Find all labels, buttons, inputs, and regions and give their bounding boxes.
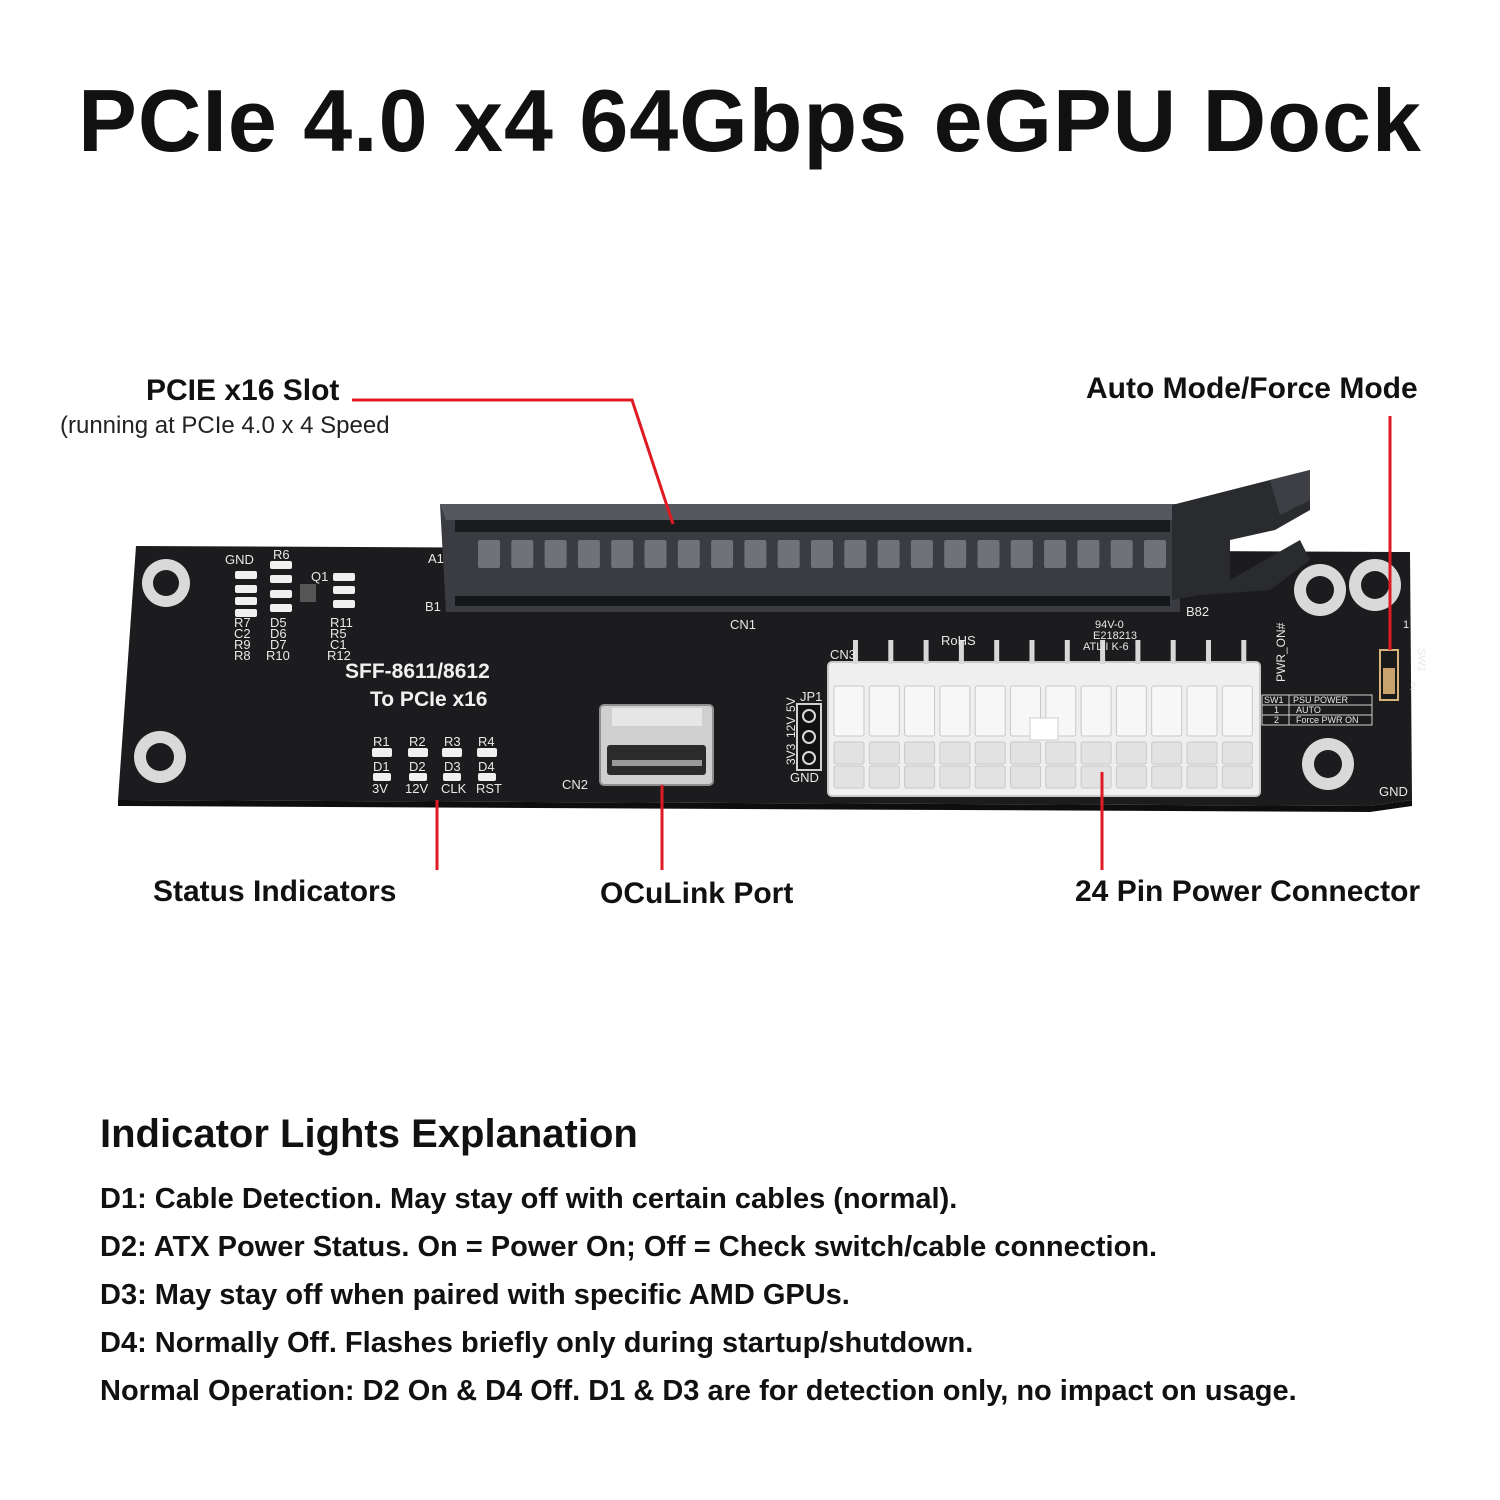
svg-text:CLK: CLK xyxy=(441,781,467,796)
svg-text:D7: D7 xyxy=(270,637,287,652)
switch-legend-table xyxy=(1261,694,1373,726)
explanation-line-d2: D2: ATX Power Status. On = Power On; Off… xyxy=(100,1231,1158,1263)
callout-lines xyxy=(352,398,1392,870)
svg-text:R12: R12 xyxy=(327,648,351,663)
jp1-header xyxy=(796,703,822,771)
callout-pcie-slot: PCIE x16 Slot xyxy=(146,374,340,407)
svg-text:D5: D5 xyxy=(270,615,287,630)
svg-text:AUTO: AUTO xyxy=(1296,705,1321,715)
svg-text:D4: D4 xyxy=(478,759,495,774)
svg-text:D1: D1 xyxy=(373,759,390,774)
svg-text:CN1: CN1 xyxy=(730,617,756,632)
svg-text:R11: R11 xyxy=(330,615,353,630)
oculink-port-graphic xyxy=(599,704,714,786)
svg-text:GND: GND xyxy=(790,770,819,785)
smd-components xyxy=(235,561,355,617)
callout-mode-switch: Auto Mode/Force Mode xyxy=(1086,372,1418,405)
explanation-line-d4: D4: Normally Off. Flashes briefly only d… xyxy=(100,1327,974,1359)
svg-text:GND: GND xyxy=(1379,784,1408,799)
explanation-line-d3: D3: May stay off when paired with specif… xyxy=(100,1279,850,1311)
svg-text:To PCIe x16: To PCIe x16 xyxy=(370,688,488,711)
svg-text:CN3: CN3 xyxy=(830,647,856,662)
svg-text:5V: 5V xyxy=(784,697,798,712)
svg-text:1: 1 xyxy=(1403,619,1409,631)
explanation-heading: Indicator Lights Explanation xyxy=(100,1112,638,1156)
svg-text:ATLII K-6: ATLII K-6 xyxy=(1083,641,1129,653)
callout-pcie-slot-subtitle: (running at PCIe 4.0 x 4 Speed xyxy=(60,412,390,439)
svg-text:R1: R1 xyxy=(373,734,390,749)
callout-oculink-port: OCuLink Port xyxy=(600,877,794,910)
svg-text:Q1: Q1 xyxy=(311,569,328,584)
svg-text:R6: R6 xyxy=(273,547,290,562)
svg-text:R5: R5 xyxy=(330,626,347,641)
svg-text:R8: R8 xyxy=(234,648,251,663)
explanation-line-normal-operation: Normal Operation: D2 On & D4 Off. D1 & D… xyxy=(100,1375,1297,1407)
explanation-line-d1: D1: Cable Detection. May stay off with c… xyxy=(100,1183,958,1215)
mounting-holes xyxy=(134,559,1401,790)
svg-text:D2: D2 xyxy=(409,759,426,774)
svg-text:CN2: CN2 xyxy=(562,777,588,792)
svg-text:RST: RST xyxy=(476,781,502,796)
svg-text:R10: R10 xyxy=(266,648,290,663)
callout-status-indicators: Status Indicators xyxy=(153,875,397,908)
svg-text:RoHS: RoHS xyxy=(941,633,976,648)
svg-text:SFF-8611/8612: SFF-8611/8612 xyxy=(345,660,490,683)
svg-text:D6: D6 xyxy=(270,626,287,641)
svg-text:PSU POWER: PSU POWER xyxy=(1293,695,1349,705)
svg-text:3V3: 3V3 xyxy=(784,743,798,765)
svg-text:SW1: SW1 xyxy=(1264,695,1284,705)
svg-text:Force PWR ON: Force PWR ON xyxy=(1296,715,1359,725)
callout-power-connector: 24 Pin Power Connector xyxy=(1075,875,1421,908)
svg-text:12V: 12V xyxy=(784,717,798,738)
svg-text:R3: R3 xyxy=(444,734,461,749)
svg-text:PWR_ON#: PWR_ON# xyxy=(1274,622,1288,682)
svg-text:1: 1 xyxy=(1274,705,1279,715)
svg-text:R9: R9 xyxy=(234,637,251,652)
svg-text:2: 2 xyxy=(1274,715,1279,725)
svg-text:R4: R4 xyxy=(478,734,495,749)
page-title: PCIe 4.0 x4 64Gbps eGPU Dock xyxy=(78,71,1422,170)
silkscreen-labels: GND R6 Q1 R7 C2 R9 R8 D5 D6 D7 R10 R11 R… xyxy=(225,547,1427,799)
callout-line-pcie-slot xyxy=(352,398,675,525)
svg-text:B82: B82 xyxy=(1186,604,1209,619)
svg-text:3V: 3V xyxy=(372,781,388,796)
svg-text:A1: A1 xyxy=(428,551,444,566)
svg-text:R2: R2 xyxy=(409,734,426,749)
pcie-x16-slot xyxy=(440,470,1310,612)
svg-text:94V-0: 94V-0 xyxy=(1095,619,1124,631)
svg-text:C1: C1 xyxy=(330,637,347,652)
svg-text:R7: R7 xyxy=(234,615,251,630)
status-led-pads xyxy=(372,748,497,781)
mode-switch-graphic xyxy=(1379,649,1399,701)
svg-text:GND: GND xyxy=(225,552,254,567)
24-pin-power-connector xyxy=(827,640,1261,797)
svg-text:D3: D3 xyxy=(444,759,461,774)
svg-text:12V: 12V xyxy=(405,781,428,796)
svg-text:2: 2 xyxy=(1410,681,1416,693)
svg-text:E218213: E218213 xyxy=(1093,630,1137,642)
svg-text:JP1: JP1 xyxy=(800,689,822,704)
svg-text:C2: C2 xyxy=(234,626,251,641)
svg-text:B1: B1 xyxy=(425,599,441,614)
svg-text:SW1: SW1 xyxy=(1415,648,1427,672)
